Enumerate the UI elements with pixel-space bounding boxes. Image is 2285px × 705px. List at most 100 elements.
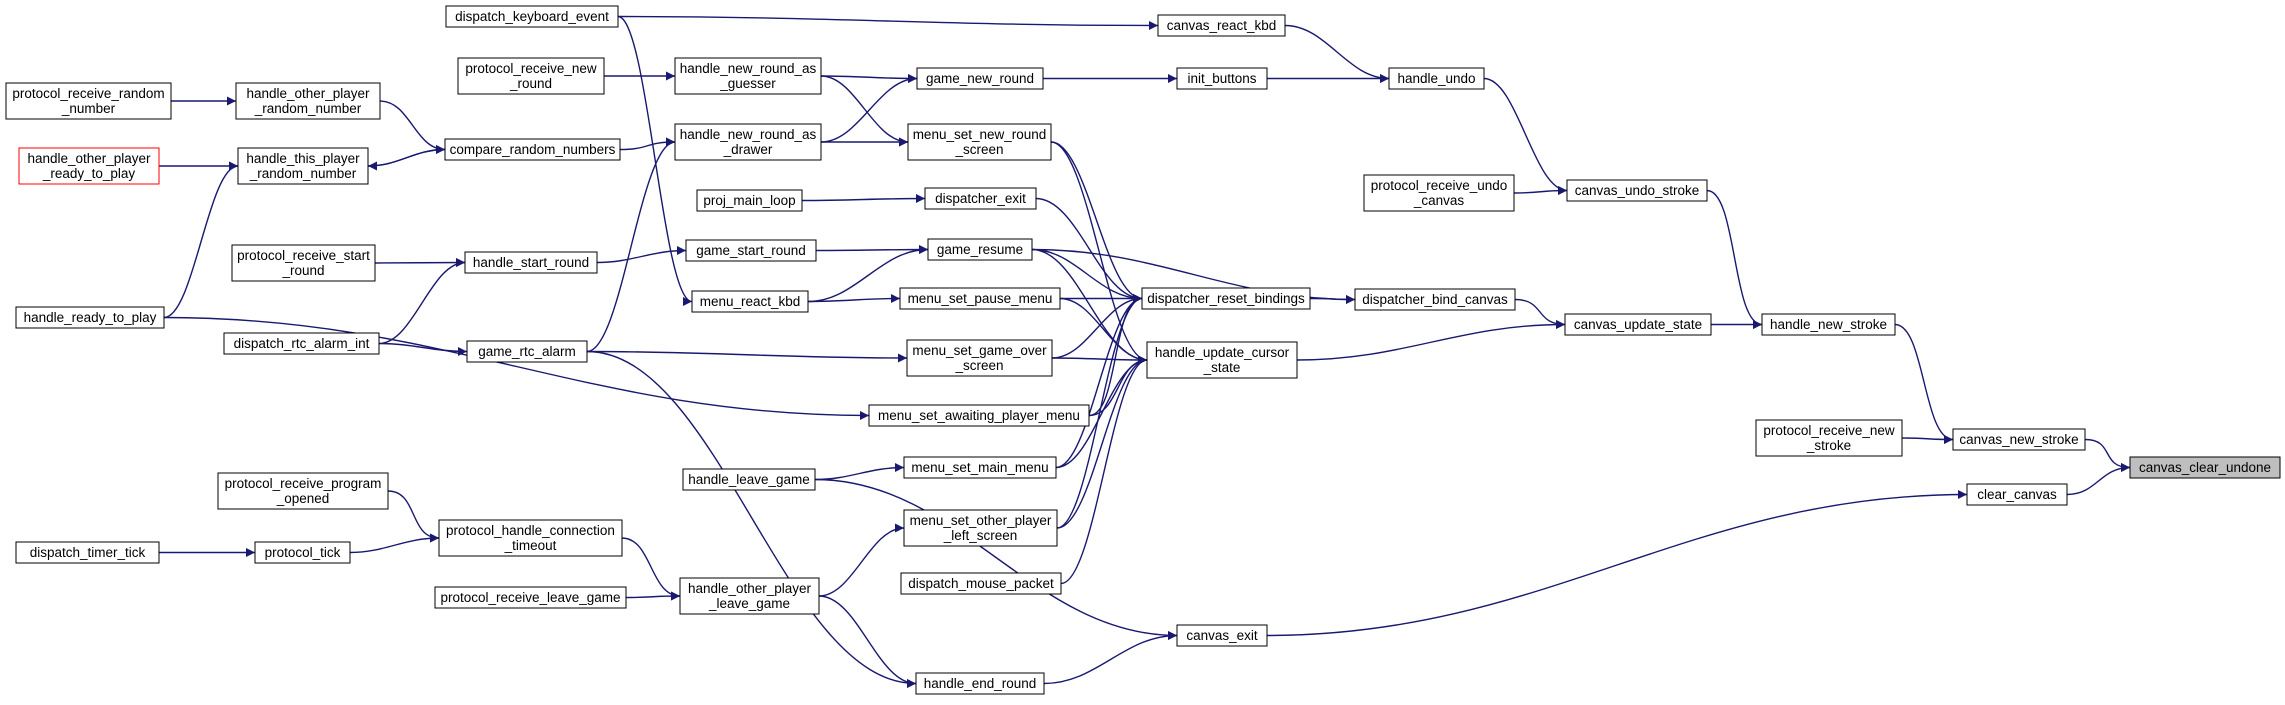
node-box (674, 123, 822, 161)
node-canvas-react-kbd[interactable]: canvas_react_kbd (1157, 14, 1286, 37)
node-protocol-receive-random-number[interactable]: protocol_receive_random_number (5, 82, 172, 120)
node-protocol-receive-new-round[interactable]: protocol_receive_new_round (457, 57, 605, 95)
edge-dispatch-mouse-packet-to-handle-update-cursor-state (1060, 355, 1148, 585)
node-handle-other-player-ready-to-play[interactable]: handle_other_player_ready_to_play (18, 147, 160, 185)
node-dispatcher-bind-canvas[interactable]: dispatcher_bind_canvas (1354, 288, 1516, 311)
node-box (445, 5, 619, 28)
node-game-start-round[interactable]: game_start_round (685, 239, 817, 262)
node-box (907, 123, 1052, 161)
node-box (464, 251, 598, 274)
node-label: menu_react_kbd (700, 294, 801, 309)
node-init-buttons[interactable]: init_buttons (1176, 67, 1268, 90)
node-layer: dispatch_keyboard_event canvas_react_kbdp… (5, 5, 2281, 695)
node-handle-end-round[interactable]: handle_end_round (915, 672, 1045, 695)
node-protocol-receive-start-round[interactable]: protocol_receive_start_round (231, 244, 376, 282)
node-label: menu_set_game_over (912, 343, 1047, 358)
node-clear-canvas[interactable]: clear_canvas (1966, 483, 2068, 506)
node-box (682, 468, 816, 491)
node-box (235, 82, 381, 120)
node-handle-update-cursor-state[interactable]: handle_update_cursor_state (1146, 341, 1298, 379)
node-label: handle_this_player (246, 151, 360, 166)
edge-dispatcher-bind-canvas-to-canvas-update-state (1514, 298, 1566, 329)
node-menu-set-game-over-screen[interactable]: menu_set_game_over_screen (906, 339, 1053, 377)
node-handle-leave-game[interactable]: handle_leave_game (682, 468, 816, 491)
node-box (457, 57, 605, 95)
node-label: _state (1203, 360, 1241, 375)
node-handle-new-round-as-guesser[interactable]: handle_new_round_as_guesser (674, 57, 822, 95)
node-box (1761, 313, 1896, 336)
node-label: _number (61, 101, 116, 116)
node-box (916, 67, 1044, 90)
node-canvas-new-stroke[interactable]: canvas_new_stroke (1952, 428, 2086, 451)
edge-handle-leave-game-to-menu-set-main-menu (814, 463, 905, 481)
node-label: dispatch_timer_tick (30, 545, 146, 560)
node-handle-other-player-leave-game[interactable]: handle_other_player_leave_game (679, 577, 820, 615)
node-label: canvas_exit (1186, 628, 1258, 643)
node-handle-start-round[interactable]: handle_start_round (464, 251, 598, 274)
node-canvas-clear-undone[interactable]: canvas_clear_undone (2129, 456, 2281, 479)
node-protocol-receive-program-opened[interactable]: protocol_receive_program_opened (217, 472, 389, 510)
edge-protocol-receive-leave-game-to-handle-other-player-leave-game (625, 591, 681, 601)
node-box (1141, 287, 1311, 310)
node-label: init_buttons (1187, 71, 1256, 86)
node-handle-undo[interactable]: handle_undo (1388, 67, 1485, 90)
node-box (223, 332, 380, 355)
node-label: _ready_to_play (42, 166, 136, 181)
node-protocol-tick[interactable]: protocol_tick (254, 541, 351, 564)
edge-compare-random-numbers-to-handle-this-player-random-number (367, 148, 446, 171)
edge-handle-leave-game-to-canvas-exit (814, 478, 1178, 640)
edge-game-resume-to-dispatcher-reset-bindings (1031, 248, 1143, 303)
node-game-rtc-alarm[interactable]: game_rtc_alarm (466, 340, 588, 363)
node-protocol-receive-undo-canvas[interactable]: protocol_receive_undo_canvas (1363, 174, 1515, 212)
edge-handle-new-round-as-guesser-to-game-new-round (820, 73, 918, 83)
node-menu-set-new-round-screen[interactable]: menu_set_new_round_screen (907, 123, 1052, 161)
node-label: protocol_receive_program (225, 476, 382, 491)
node-canvas-update-state[interactable]: canvas_update_state (1564, 313, 1712, 336)
node-box (903, 509, 1058, 547)
node-proj-main-loop[interactable]: proj_main_loop (696, 189, 803, 212)
node-canvas-undo-stroke[interactable]: canvas_undo_stroke (1566, 179, 1708, 202)
node-game-resume[interactable]: game_resume (927, 238, 1033, 261)
node-box (466, 340, 588, 363)
edge-dispatch-keyboard-event-to-canvas-react-kbd (617, 15, 1159, 30)
node-label: protocol_receive_new (1763, 423, 1895, 438)
node-protocol-handle-connection-timeout[interactable]: protocol_handle_connection_timeout (438, 519, 623, 557)
node-game-new-round[interactable]: game_new_round (916, 67, 1044, 90)
node-label: handle_other_player (246, 86, 370, 101)
node-dispatch-timer-tick[interactable]: dispatch_timer_tick (15, 541, 160, 564)
node-label: dispatcher_exit (935, 191, 1026, 206)
edge-canvas-exit-to-clear-canvas (1266, 490, 1968, 637)
node-handle-new-stroke[interactable]: handle_new_stroke (1761, 313, 1896, 336)
node-menu-set-main-menu[interactable]: menu_set_main_menu (903, 456, 1057, 479)
node-handle-new-round-as-drawer[interactable]: handle_new_round_as_drawer (674, 123, 822, 161)
node-box (237, 147, 369, 185)
node-dispatcher-reset-bindings[interactable]: dispatcher_reset_bindings (1141, 287, 1311, 310)
node-box (868, 404, 1090, 427)
node-menu-set-awaiting-player-menu[interactable]: menu_set_awaiting_player_menu (868, 404, 1090, 427)
node-canvas-exit[interactable]: canvas_exit (1176, 624, 1268, 647)
node-label: _canvas (1413, 193, 1465, 208)
node-menu-set-pause-menu[interactable]: menu_set_pause_menu (899, 287, 1061, 310)
node-dispatch-keyboard-event[interactable]: dispatch_keyboard_event (445, 5, 619, 28)
node-label: canvas_react_kbd (1167, 18, 1277, 33)
node-protocol-receive-leave-game[interactable]: protocol_receive_leave_game (434, 586, 627, 609)
edge-handle-end-round-to-canvas-exit (1043, 631, 1178, 685)
node-dispatch-rtc-alarm-int[interactable]: dispatch_rtc_alarm_int (223, 332, 380, 355)
node-protocol-receive-new-stroke[interactable]: protocol_receive_new_stroke (1755, 419, 1903, 457)
node-dispatcher-exit[interactable]: dispatcher_exit (924, 187, 1037, 210)
node-handle-other-player-random-number[interactable]: handle_other_player_random_number (235, 82, 381, 120)
node-label: handle_leave_game (688, 472, 810, 487)
node-handle-ready-to-play[interactable]: handle_ready_to_play (15, 306, 165, 329)
node-box (915, 672, 1045, 695)
node-compare-random-numbers[interactable]: compare_random_numbers (444, 138, 621, 161)
node-menu-set-other-player-left-screen[interactable]: menu_set_other_player_left_screen (903, 509, 1058, 547)
node-dispatch-mouse-packet[interactable]: dispatch_mouse_packet (900, 572, 1062, 595)
node-box (18, 147, 160, 185)
node-handle-this-player-random-number[interactable]: handle_this_player_random_number (237, 147, 369, 185)
node-label: canvas_update_state (1574, 317, 1702, 332)
node-menu-react-kbd[interactable]: menu_react_kbd (691, 290, 809, 313)
edge-menu-set-new-round-screen-to-dispatcher-reset-bindings (1050, 141, 1143, 303)
node-box (231, 244, 376, 282)
edge-proj-main-loop-to-dispatcher-exit (801, 194, 926, 204)
node-box (1354, 288, 1516, 311)
